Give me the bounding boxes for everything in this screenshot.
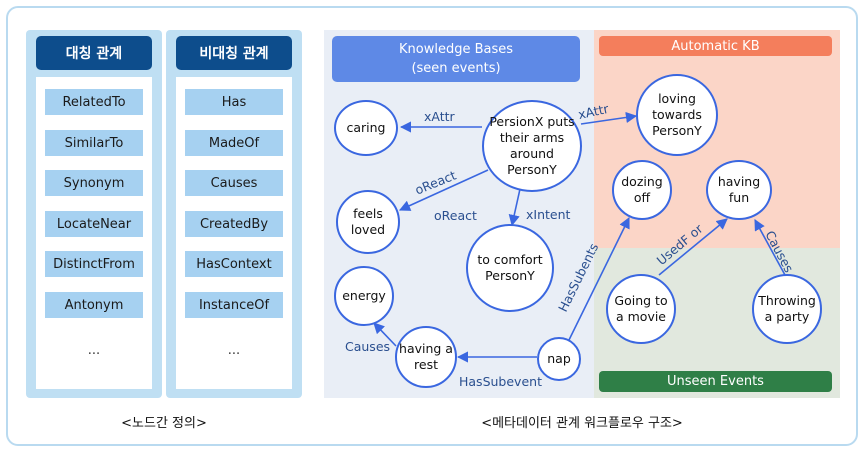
node-center-event: PersionX puts their arms around PersonY xyxy=(482,100,582,192)
node-having-rest: having a rest xyxy=(395,326,457,388)
node-caring: caring xyxy=(334,100,398,156)
unseen-events-header: Unseen Events xyxy=(599,371,832,392)
edge-label-xintent: xIntent xyxy=(526,207,571,222)
node-feels-loved: feels loved xyxy=(336,190,400,254)
edge-label-causes: Causes xyxy=(345,339,391,354)
node-energy: energy xyxy=(334,266,394,326)
node-having-fun: having fun xyxy=(706,160,772,220)
left-caption: <노드간 정의> xyxy=(121,416,207,431)
relation-item: DistinctFrom xyxy=(45,251,143,277)
edge-label-xattr: xAttr xyxy=(424,109,455,124)
node-throwing-party: Throwing a party xyxy=(752,274,822,344)
knowledge-bases-header: Knowledge Bases (seen events) xyxy=(332,36,580,82)
right-caption: <메타데이터 관계 워크플로우 구조> xyxy=(481,416,683,431)
node-nap: nap xyxy=(537,337,581,381)
edge-usedfor-fun xyxy=(658,218,728,276)
node-to-comfort: to comfort PersonY xyxy=(466,224,554,312)
relation-item: RelatedTo xyxy=(45,89,143,115)
asymmetric-header: 비대칭 관계 xyxy=(176,36,292,70)
more-ellipsis: ... xyxy=(87,343,101,358)
automatic-kb-header: Automatic KB xyxy=(599,36,832,56)
relation-item: Has xyxy=(185,89,283,115)
relation-item: InstanceOf xyxy=(185,292,283,318)
edge-xattr-loving xyxy=(580,111,638,125)
more-ellipsis: ... xyxy=(227,343,241,358)
relation-item: Synonym xyxy=(45,170,143,196)
asymmetric-list: Has MadeOf Causes CreatedBy HasContext I… xyxy=(176,77,292,389)
symmetric-relations-panel: 대칭 관계 RelatedTo SimilarTo Synonym Locate… xyxy=(26,30,162,398)
edge-label-oreact: oReact xyxy=(434,208,477,223)
knowledge-bases-subtitle: (seen events) xyxy=(411,61,501,76)
node-loving-towards: loving towards PersonY xyxy=(636,74,718,156)
symmetric-list: RelatedTo SimilarTo Synonym LocateNear D… xyxy=(36,77,152,389)
symmetric-header: 대칭 관계 xyxy=(36,36,152,70)
relation-item: Antonym xyxy=(45,292,143,318)
asymmetric-relations-panel: 비대칭 관계 Has MadeOf Causes CreatedBy HasCo… xyxy=(166,30,302,398)
edge-oreact-feels-loved xyxy=(398,169,489,211)
relation-item: LocateNear xyxy=(45,211,143,237)
edge-causes-energy xyxy=(373,322,397,347)
edge-causes-fun xyxy=(754,219,786,276)
node-dozing-off: dozing off xyxy=(612,160,672,220)
relation-item: SimilarTo xyxy=(45,130,143,156)
relation-item: CreatedBy xyxy=(185,211,283,237)
edge-xintent-comfort xyxy=(508,188,521,227)
node-going-to-movie: Going to a movie xyxy=(606,274,676,344)
relation-item: MadeOf xyxy=(185,130,283,156)
relation-item: HasContext xyxy=(185,251,283,277)
edge-hassubents-dozing xyxy=(567,216,630,343)
relation-item: Causes xyxy=(185,170,283,196)
edge-label-hassubevent: HasSubevent xyxy=(459,374,542,389)
knowledge-bases-title: Knowledge Bases xyxy=(398,42,514,57)
